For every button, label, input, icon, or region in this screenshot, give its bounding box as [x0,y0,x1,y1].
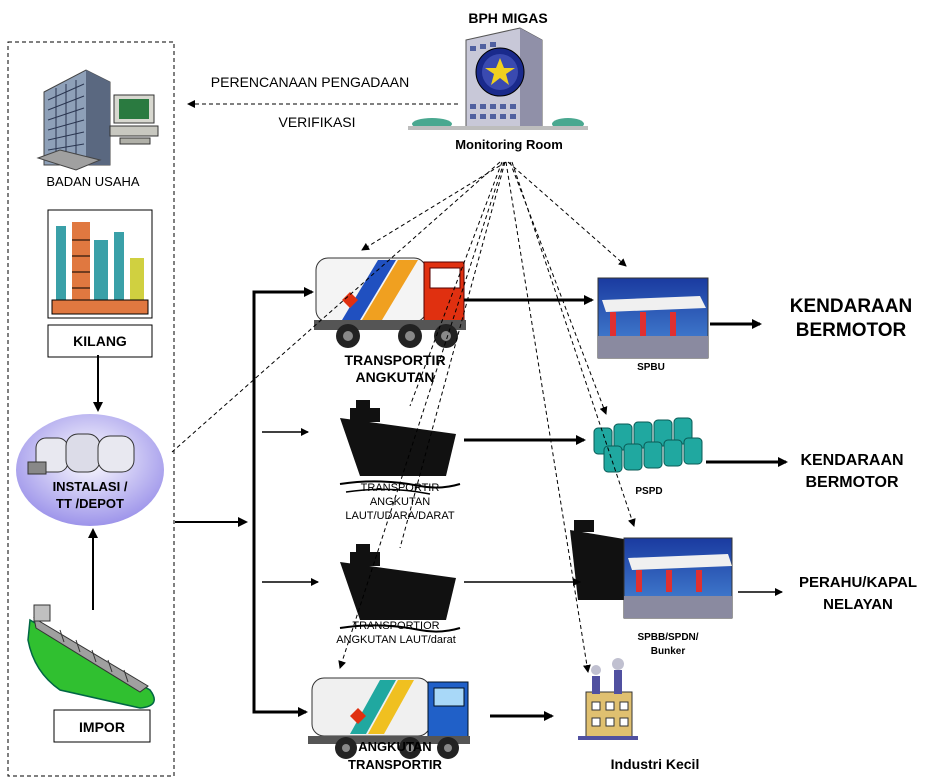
depot-label-line1: INSTALASI / [52,479,128,494]
storage-tanks-icon [27,433,135,475]
bunker-station-icon [623,537,733,619]
ship2-label-line1: TRANSPORTIOR [352,620,440,632]
fuel-truck-icon [308,677,470,759]
trunk-to-truck2 [252,520,308,717]
consumer2-line2: BERMOTOR [805,474,899,491]
kilang-label: KILANG [73,333,127,349]
dashed-monitor-ship1 [409,161,503,407]
truck1-label-line2: ANGKUTAN [355,369,435,385]
ship1-label-line3: LAUT/UDARA/DARAT [345,510,455,522]
dashed-monitor-depot [171,161,501,453]
tanker-ship-icon [27,604,155,709]
dashed-monitor-industri [505,161,591,673]
authority-title: BPH MIGAS [468,10,548,26]
dashed-monitor-truck1 [361,161,507,251]
refinery-icon [47,209,153,319]
impor-box [53,709,151,743]
perencanaan-label: PERENCANAAN PENGADAAN [210,74,410,90]
consumer3-line2: NELAYAN [823,596,893,613]
dashed-monitor-spbu [507,161,627,267]
pspd-label: PSPD [635,486,663,497]
spbb-label-line2: Bunker [650,646,686,657]
truck2-label-line1: ANGKUTAN [358,739,432,754]
gas-station-icon [597,277,709,359]
truck2-label-line2: TRANSPORTIR [348,757,442,772]
left-panel-frame [7,41,175,777]
spbb-label-line1: SPBB/SPDN/ [637,632,699,643]
kilang-box [47,324,153,358]
ship1-label-line1: TRANSPORTIR [360,482,440,494]
industri-label: Industri Kecil [610,756,700,772]
impor-label: IMPOR [79,719,125,735]
dashed-monitor-spbb [511,161,636,527]
dashed-monitor-ship2 [399,161,506,549]
badan-usaha-label: BADAN USAHA [46,174,140,189]
ship2-label-line2: ANGKUTAN LAUT/darat [336,634,456,646]
verifikasi-label: VERIFIKASI [278,114,356,130]
ship-icon [339,544,461,633]
consumer2-line1: KENDARAAN [800,452,904,469]
factory-icon [578,658,638,740]
trunk-to-truck1 [252,287,314,524]
dashed-monitor-truck2 [338,161,505,669]
bph-migas-building-icon [408,27,588,130]
ship-icon [570,520,630,600]
consumer3-line1: PERAHU/KAPAL [798,574,918,591]
ship1-label-line2: ANGKUTAN [369,496,431,508]
consumer1-line1: KENDARAAN [789,296,913,317]
truck1-label-line1: TRANSPORTIR [344,352,446,368]
consumer1-line2: BERMOTOR [795,320,907,341]
dashed-monitor-pspd [509,161,608,415]
fuel-truck-icon [314,257,466,348]
fuel-drums-icon [593,417,703,473]
spbu-label: SPBU [637,362,665,373]
ship-icon [339,400,461,495]
depot-label-line2: TT /DEPOT [56,496,124,511]
office-building-icon [36,69,159,171]
monitoring-room-label: Monitoring Room [455,137,563,152]
